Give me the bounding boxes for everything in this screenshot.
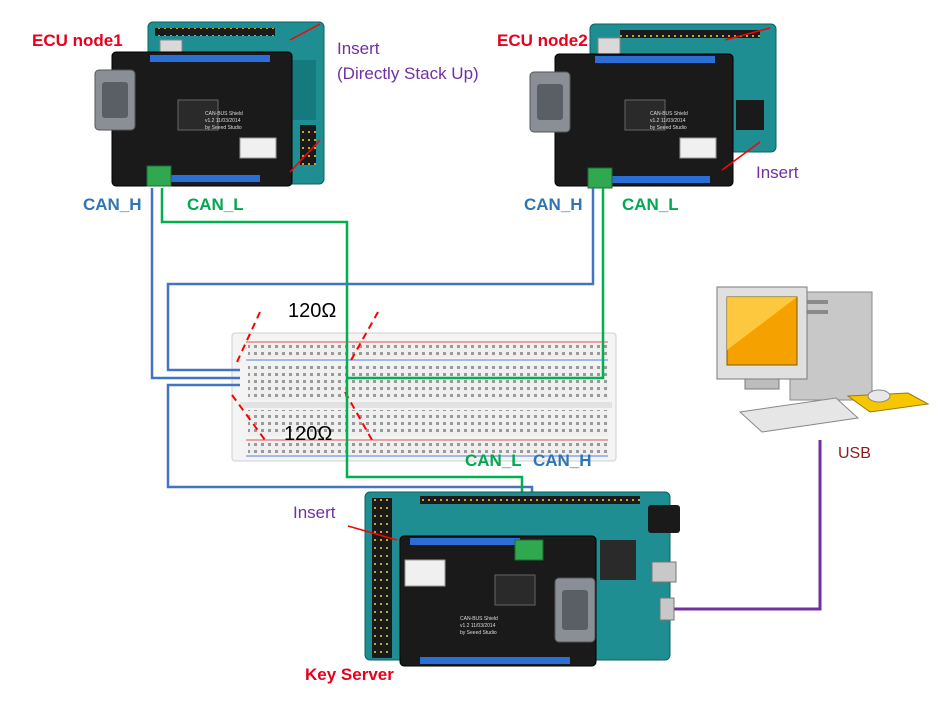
ecu-node2-label: ECU node2 xyxy=(497,32,588,49)
shield-by-text: by Seeed Studio xyxy=(460,630,497,636)
usb-port xyxy=(660,598,674,620)
key-server-assembly: CAN-BUS Shield v1.2 11/03/2014 by Seeed … xyxy=(348,492,680,666)
can-h-label-ecu2: CAN_H xyxy=(524,196,583,213)
insert-label-keyserver: Insert xyxy=(293,504,336,521)
insert-label-ecu1: Insert xyxy=(337,40,380,57)
can-h-label-ecu1: CAN_H xyxy=(83,196,142,213)
shield-brand-text: CAN-BUS Shield xyxy=(460,616,498,622)
ecu-node1-label: ECU node1 xyxy=(32,32,123,49)
shield-by-text: by Seeed Studio xyxy=(650,125,687,131)
ecu-node1-assembly: CAN-BUS Shield v1.2 11/03/2014 by Seeed … xyxy=(95,22,324,186)
key-server-label: Key Server xyxy=(305,666,394,683)
can-l-label-keyserver: CAN_L xyxy=(465,452,522,469)
resistor-label-bottom: 120Ω xyxy=(284,424,332,444)
keyboard xyxy=(740,398,858,432)
shield-by-text: by Seeed Studio xyxy=(205,125,242,131)
shield-version-text: v1.2 11/03/2014 xyxy=(650,118,686,124)
can-l-label-ecu1: CAN_L xyxy=(187,196,244,213)
can-bus-shield-ecu1: CAN-BUS Shield v1.2 11/03/2014 by Seeed … xyxy=(95,52,292,186)
can-l-label-ecu2: CAN_L xyxy=(622,196,679,213)
shield-brand-text: CAN-BUS Shield xyxy=(205,111,243,117)
resistor-label-top: 120Ω xyxy=(288,301,336,321)
usb-cable xyxy=(673,440,820,609)
shield-version-text: v1.2 11/03/2014 xyxy=(460,623,496,629)
mouse xyxy=(868,390,890,402)
insert-label-ecu2: Insert xyxy=(756,164,799,181)
can-bus-shield-ecu2: CAN-BUS Shield v1.2 11/03/2014 by Seeed … xyxy=(530,54,733,188)
can-h-label-keyserver: CAN_H xyxy=(533,452,592,469)
usb-label: USB xyxy=(838,446,871,462)
desktop-computer-icon xyxy=(717,287,928,432)
insert-stack-note: (Directly Stack Up) xyxy=(337,65,479,82)
shield-brand-text: CAN-BUS Shield xyxy=(650,111,688,117)
shield-version-text: v1.2 11/03/2014 xyxy=(205,118,241,124)
can-bus-shield-keyserver: CAN-BUS Shield v1.2 11/03/2014 by Seeed … xyxy=(400,536,596,666)
